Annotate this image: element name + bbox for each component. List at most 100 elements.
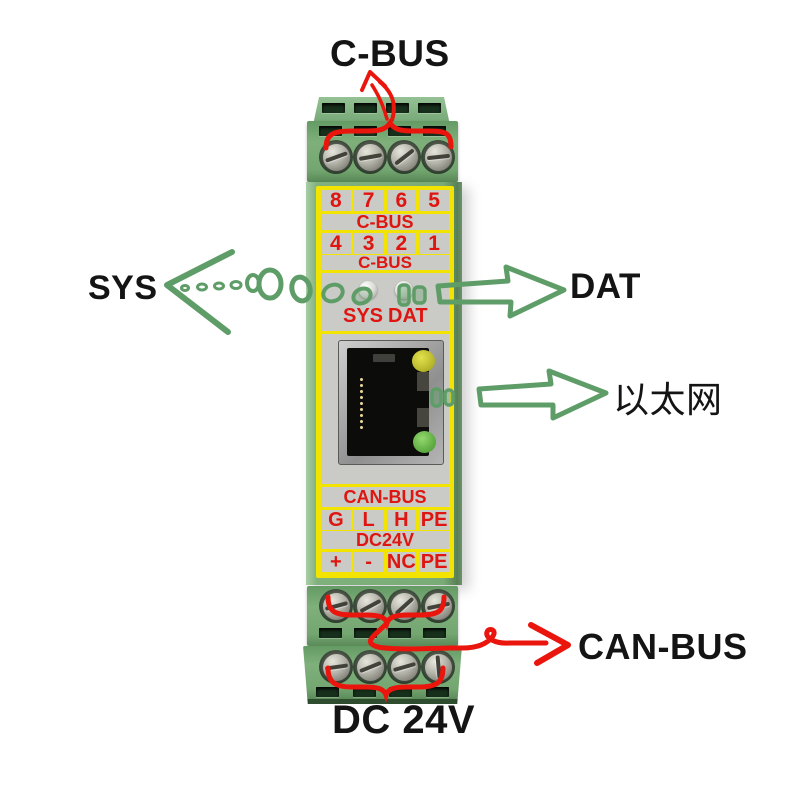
pin-label: PE [419, 509, 449, 531]
wire-slot [353, 628, 377, 638]
sys-arrow-dot [229, 280, 243, 290]
port-panel [321, 334, 449, 484]
pin-label: G [321, 510, 351, 530]
rj45-pin [360, 408, 363, 411]
terminal-screw [387, 650, 421, 684]
terminal-number-row-mid: 4 3 2 1 [321, 233, 449, 254]
power-title: DC24V [321, 531, 449, 549]
canbus-title: CAN-BUS [321, 487, 449, 507]
wire-slot [386, 103, 409, 113]
rj45-pin [360, 414, 363, 417]
rj45-side-step [417, 372, 429, 391]
rj45-ethernet-port [338, 340, 444, 465]
led-panel: SYS DAT [321, 273, 449, 331]
terminal-screw [421, 589, 455, 623]
terminal-number: 4 [321, 233, 351, 254]
canbus-pin-row: G L H PE [321, 509, 449, 531]
wire-slot [388, 126, 412, 136]
rj45-pin [360, 402, 363, 405]
terminal-screw [353, 589, 387, 623]
pin-label: NC [386, 551, 417, 573]
terminal-number: 5 [419, 190, 449, 211]
canbus-arrow-head [528, 622, 571, 666]
dat-led [395, 281, 413, 299]
wire-slot-row [307, 628, 458, 638]
sys-arrow-chevron [164, 249, 235, 335]
sys-led-label: SYS [343, 305, 384, 327]
canbus-bottom-terminal-block [307, 586, 458, 646]
wire-slot [425, 687, 449, 697]
wire-slot [352, 687, 376, 697]
rj45-latch-notch [373, 354, 395, 362]
terminal-number: 8 [321, 190, 351, 211]
bus-label-row: C-BUS [321, 254, 449, 271]
dat-led-label: DAT [388, 305, 428, 327]
terminal-screw [319, 140, 353, 174]
terminal-screw [387, 140, 421, 174]
wire-slot [353, 126, 377, 136]
green-link-led [413, 431, 436, 453]
cbus-top-label: C-BUS [330, 33, 450, 74]
pin-label: L [353, 510, 384, 530]
rj45-pin [360, 378, 363, 381]
power-pin-row: + - NC PE [321, 551, 449, 573]
canbus-title-row: CAN-BUS [321, 487, 449, 507]
sys-arrow-dot [196, 282, 208, 292]
terminal-number: 6 [386, 190, 417, 211]
wire-slot [318, 126, 342, 136]
wire-slot [423, 126, 447, 136]
sys-arrow-oval [245, 273, 261, 293]
terminal-number: 3 [353, 233, 384, 254]
sys-led [359, 281, 377, 299]
sys-arrow-dot [180, 284, 190, 292]
label-panel: 8 7 6 5 C-BUS 4 3 2 1 C-BUS SYS DAT [316, 186, 454, 578]
ethernet-arrow [476, 368, 609, 421]
sys-label: SYS [88, 269, 158, 307]
canbus-label: CAN-BUS [578, 626, 748, 667]
rj45-side-step [417, 408, 429, 427]
wire-slot [322, 103, 345, 113]
sys-arrow-dot [213, 281, 225, 291]
pin-label: - [353, 552, 384, 572]
terminal-number: 1 [419, 233, 449, 254]
wire-slot-row [307, 126, 458, 136]
terminal-screw [421, 650, 455, 684]
dat-label: DAT [570, 267, 641, 306]
terminal-number-row-top: 8 7 6 5 [321, 190, 449, 211]
bus-label: C-BUS [321, 254, 449, 271]
rj45-pin [360, 384, 363, 387]
terminal-number: 2 [386, 233, 417, 254]
terminal-screw [387, 589, 421, 623]
pin-label: PE [419, 551, 449, 573]
terminal-screw [421, 140, 455, 174]
yellow-link-led [412, 350, 435, 372]
module-body: 8 7 6 5 C-BUS 4 3 2 1 C-BUS SYS DAT [306, 182, 462, 585]
bus-label: C-BUS [321, 213, 449, 231]
rj45-pin [360, 426, 363, 429]
terminal-screw [353, 650, 387, 684]
wire-slot [388, 628, 412, 638]
dc24v-label: DC 24V [332, 698, 476, 742]
bus-label-row: C-BUS [321, 213, 449, 231]
pin-label: + [321, 552, 351, 572]
wire-slot [354, 103, 377, 113]
wire-slot [418, 103, 441, 113]
wire-slot [316, 687, 340, 697]
wire-slot [389, 687, 413, 697]
wire-slot [423, 628, 447, 638]
terminal-screw [319, 650, 353, 684]
power-terminal-block [303, 646, 462, 704]
sys-arrow-oval [256, 267, 284, 301]
ethernet-label: 以太网 [613, 379, 723, 420]
power-title-row: DC24V [321, 531, 449, 549]
wire-slot [318, 628, 342, 638]
rj45-pin [360, 396, 363, 399]
rj45-pin [360, 390, 363, 393]
wire-slot-row [303, 687, 462, 697]
terminal-number: 7 [353, 190, 384, 211]
cbus-terminal-block [307, 121, 458, 182]
pin-label: H [386, 510, 417, 530]
terminal-screw [353, 140, 387, 174]
rj45-pin [360, 420, 363, 423]
